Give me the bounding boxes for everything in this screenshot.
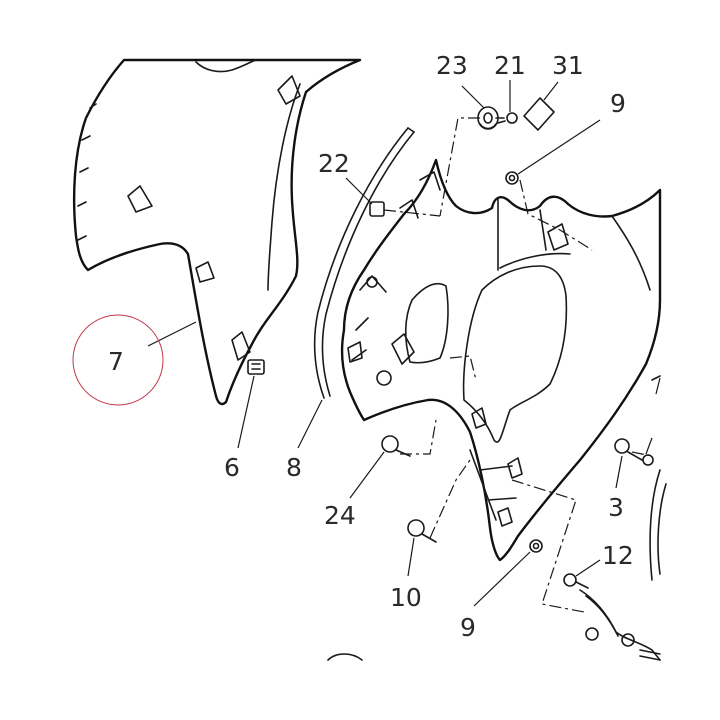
clip-part-6[interactable] [247,359,265,375]
partial-part-bottom [327,653,363,661]
cap-part-31[interactable] [523,97,555,131]
screw-part-12[interactable] [563,573,589,589]
fairing-panel-part-7[interactable] [72,58,362,406]
callout-23: 23 [436,51,468,80]
nut-part-9-bottom[interactable] [529,539,543,553]
callout-21: 21 [494,51,526,80]
bushing-part-23[interactable] [477,106,499,130]
callout-7: 7 [108,347,124,376]
nut-part-9-top[interactable] [505,171,519,185]
screw-part-21[interactable] [495,112,518,124]
callout-9-top: 9 [610,89,626,118]
callout-24: 24 [324,501,356,530]
callout-9-bottom: 9 [460,613,476,642]
callout-6: 6 [224,453,240,482]
side-cover-partial [649,375,667,581]
callout-12: 12 [602,541,634,570]
inner-fairing-frame[interactable] [340,158,662,562]
screw-part-10[interactable] [407,519,437,543]
callout-labels: 23 21 31 9 22 7 6 8 24 10 9 3 12 [108,51,634,642]
clip-part-22[interactable] [369,201,385,217]
seal-strip-part-8[interactable] [313,127,415,399]
callout-31: 31 [552,51,584,80]
callout-10: 10 [390,583,422,612]
callout-8: 8 [286,453,302,482]
leader-lines [147,80,661,607]
highlight-circle [72,314,164,406]
assembly-paths [383,117,653,613]
callout-3: 3 [608,493,624,522]
callout-22: 22 [318,149,350,178]
screw-part-24[interactable] [381,435,411,457]
bracket-assembly[interactable] [579,589,661,661]
